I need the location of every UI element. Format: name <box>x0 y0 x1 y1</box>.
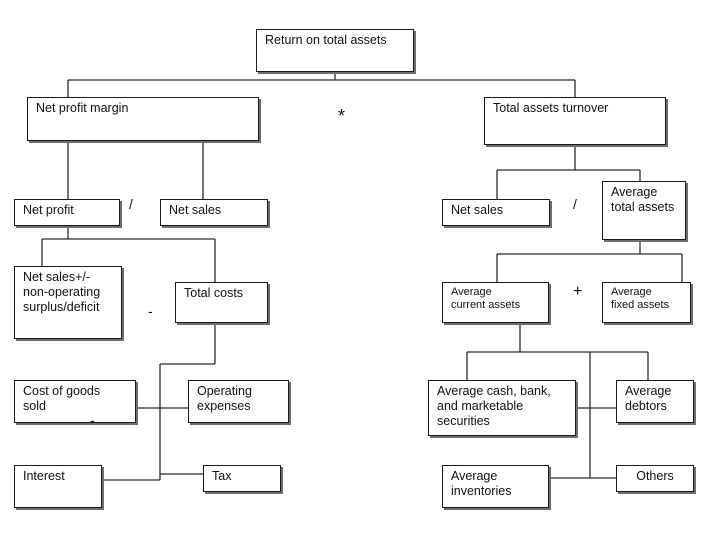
minus-operator-cogs: - <box>90 412 95 428</box>
average-inventories-box: Average inventories <box>442 465 549 508</box>
average-debtors-box: Average debtors <box>616 380 694 423</box>
net-profit-box: Net profit <box>14 199 120 226</box>
minus-operator-costs: - <box>148 303 153 319</box>
average-fixed-assets-box: Average fixed assets <box>602 282 691 323</box>
net-sales-right-box: Net sales <box>442 199 550 226</box>
multiply-operator: * <box>338 106 346 126</box>
operating-expenses-box: Operating expenses <box>188 380 289 423</box>
divide-operator-right: / <box>573 196 577 212</box>
total-assets-turnover-box: Total assets turnover <box>484 97 666 145</box>
total-costs-box: Total costs <box>175 282 268 323</box>
plus-operator: + <box>573 283 583 300</box>
interest-box: Interest <box>14 465 102 508</box>
average-cash-bank-box: Average cash, bank, and marketable secur… <box>428 380 576 436</box>
net-sales-surplus-box: Net sales+/- non-operating surplus/defic… <box>14 266 122 339</box>
return-on-total-assets-box: Return on total assets <box>256 29 414 72</box>
others-box: Others <box>616 465 694 492</box>
average-total-assets-box: Average total assets <box>602 181 686 240</box>
average-current-assets-box: Average current assets <box>442 282 549 323</box>
tax-box: Tax <box>203 465 281 492</box>
divide-operator-left: / <box>129 196 133 212</box>
net-profit-margin-box: Net profit margin <box>27 97 259 141</box>
net-sales-left-box: Net sales <box>160 199 268 226</box>
cost-of-goods-sold-box: Cost of goods sold <box>14 380 136 423</box>
